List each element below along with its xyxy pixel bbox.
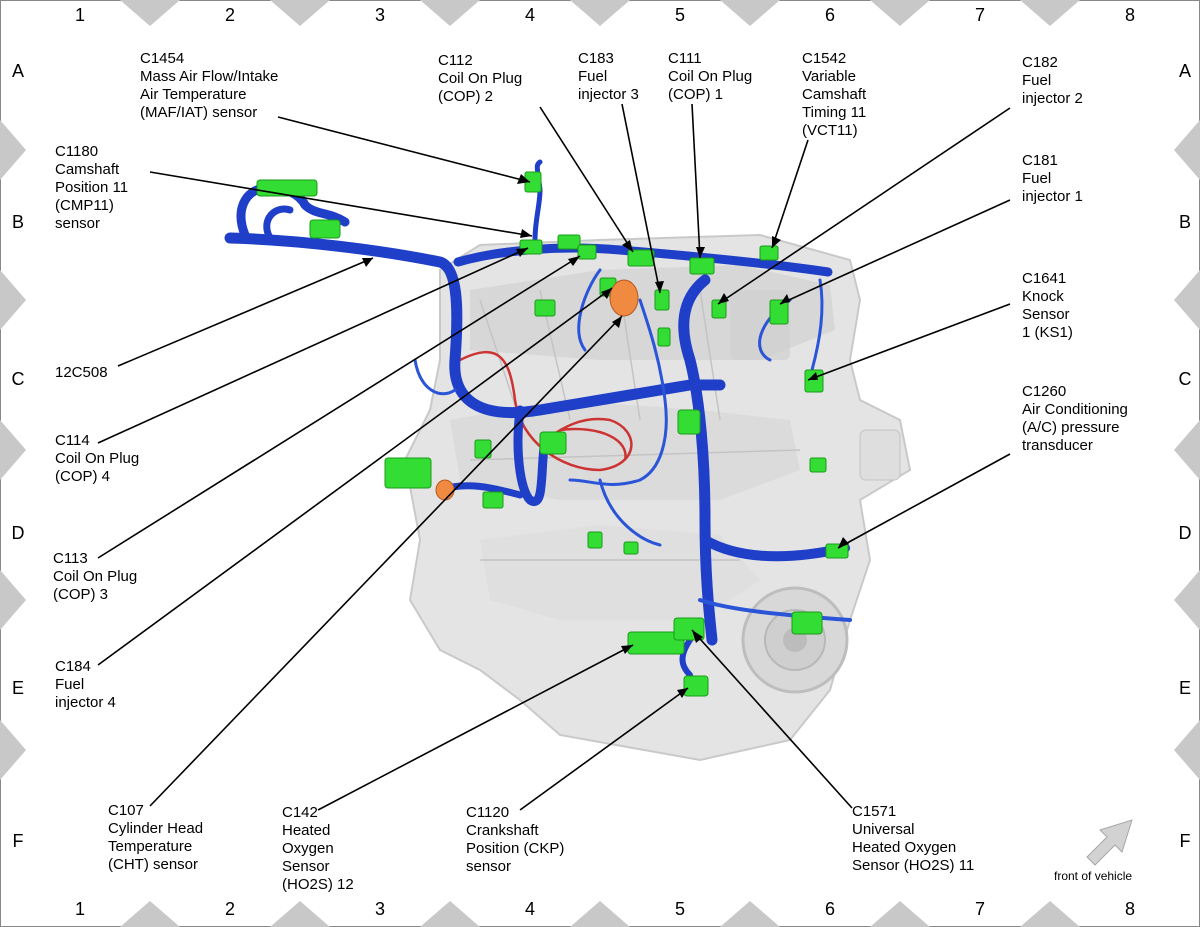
grid-col-4-top: 4: [524, 5, 535, 25]
callout-c183: C183 Fuel injector 3: [578, 50, 639, 103]
grid-row-d-right: D: [1178, 523, 1192, 543]
grid-col-4-bottom: 4: [524, 899, 535, 919]
grid-col-3-top: 3: [374, 5, 385, 25]
grid-row-c-left: C: [11, 369, 25, 389]
callout-c181: C181 Fuel injector 1: [1022, 152, 1083, 205]
callout-c1120: C1120 Crankshaft Position (CKP) sensor: [466, 804, 565, 875]
callout-12c508: 12C508: [55, 364, 108, 381]
sensor-orange-icon: [435, 479, 455, 501]
callout-c1454: C1454 Mass Air Flow/Intake Air Temperatu…: [140, 50, 279, 121]
grid-row-a-right: A: [1178, 61, 1191, 81]
grid-col-2-top: 2: [224, 5, 235, 25]
callout-c142: C142 Heated Oxygen Sensor (HO2S) 12: [282, 804, 354, 893]
grid-row-b-right: B: [1178, 212, 1191, 232]
callout-c184: C184 Fuel injector 4: [55, 658, 116, 711]
front-of-vehicle-label: front of vehicle: [1054, 869, 1133, 883]
grid-row-d-left: D: [11, 523, 25, 543]
red-wires: [459, 350, 633, 472]
front-of-vehicle-arrow-icon: [1086, 819, 1133, 866]
grid-col-1-bottom: 1: [74, 899, 85, 919]
leader-lines: [97, 103, 1011, 811]
grid-col-5-top: 5: [674, 5, 685, 25]
grid-row-a-left: A: [11, 61, 24, 81]
grid-row-f-left: F: [12, 831, 24, 851]
leader-arrowheads: [362, 174, 849, 698]
engine-block: [403, 233, 912, 762]
grid-col-6-bottom: 6: [824, 899, 835, 919]
grid-row-b-left: B: [11, 212, 24, 232]
grid-row-e-right: E: [1178, 678, 1191, 698]
callout-c112: C112 Coil On Plug (COP) 2: [438, 52, 523, 105]
connectors: [256, 171, 849, 697]
callout-c114: C114 Coil On Plug (COP) 4: [55, 432, 140, 485]
sensor-orange-icon: [609, 279, 639, 317]
callout-c1180: C1180 Camshaft Position 11 (CMP11) senso…: [55, 143, 129, 232]
grid-col-7-bottom: 7: [974, 899, 985, 919]
grid-col-8-top: 8: [1124, 5, 1135, 25]
callout-c1571: C1571 Universal Heated Oxygen Sensor (HO…: [852, 803, 975, 874]
callout-c113: C113 Coil On Plug (COP) 3: [53, 550, 138, 603]
callout-c1641: C1641 Knock Sensor 1 (KS1): [1022, 270, 1073, 341]
grid-col-3-bottom: 3: [374, 899, 385, 919]
callout-c111: C111 Coil On Plug (COP) 1: [668, 50, 753, 103]
grid-row-e-left: E: [11, 678, 24, 698]
callout-c1260: C1260 Air Conditioning (A/C) pressure tr…: [1022, 383, 1128, 454]
grid-col-2-bottom: 2: [224, 899, 235, 919]
callout-c182: C182 Fuel injector 2: [1022, 54, 1083, 107]
grid-col-5-bottom: 5: [674, 899, 685, 919]
wiring-harness: [224, 159, 852, 678]
callout-c1542: C1542 Variable Camshaft Timing 11 (VCT11…: [802, 50, 867, 139]
callout-c107: C107 Cylinder Head Temperature (CHT) sen…: [108, 802, 204, 873]
grid-row-c-right: C: [1178, 369, 1192, 389]
grid-row-f-right: F: [1179, 831, 1191, 851]
grid-col-6-top: 6: [824, 5, 835, 25]
grid-col-7-top: 7: [974, 5, 985, 25]
grid-col-1-top: 1: [74, 5, 85, 25]
grid-col-8-bottom: 8: [1124, 899, 1135, 919]
